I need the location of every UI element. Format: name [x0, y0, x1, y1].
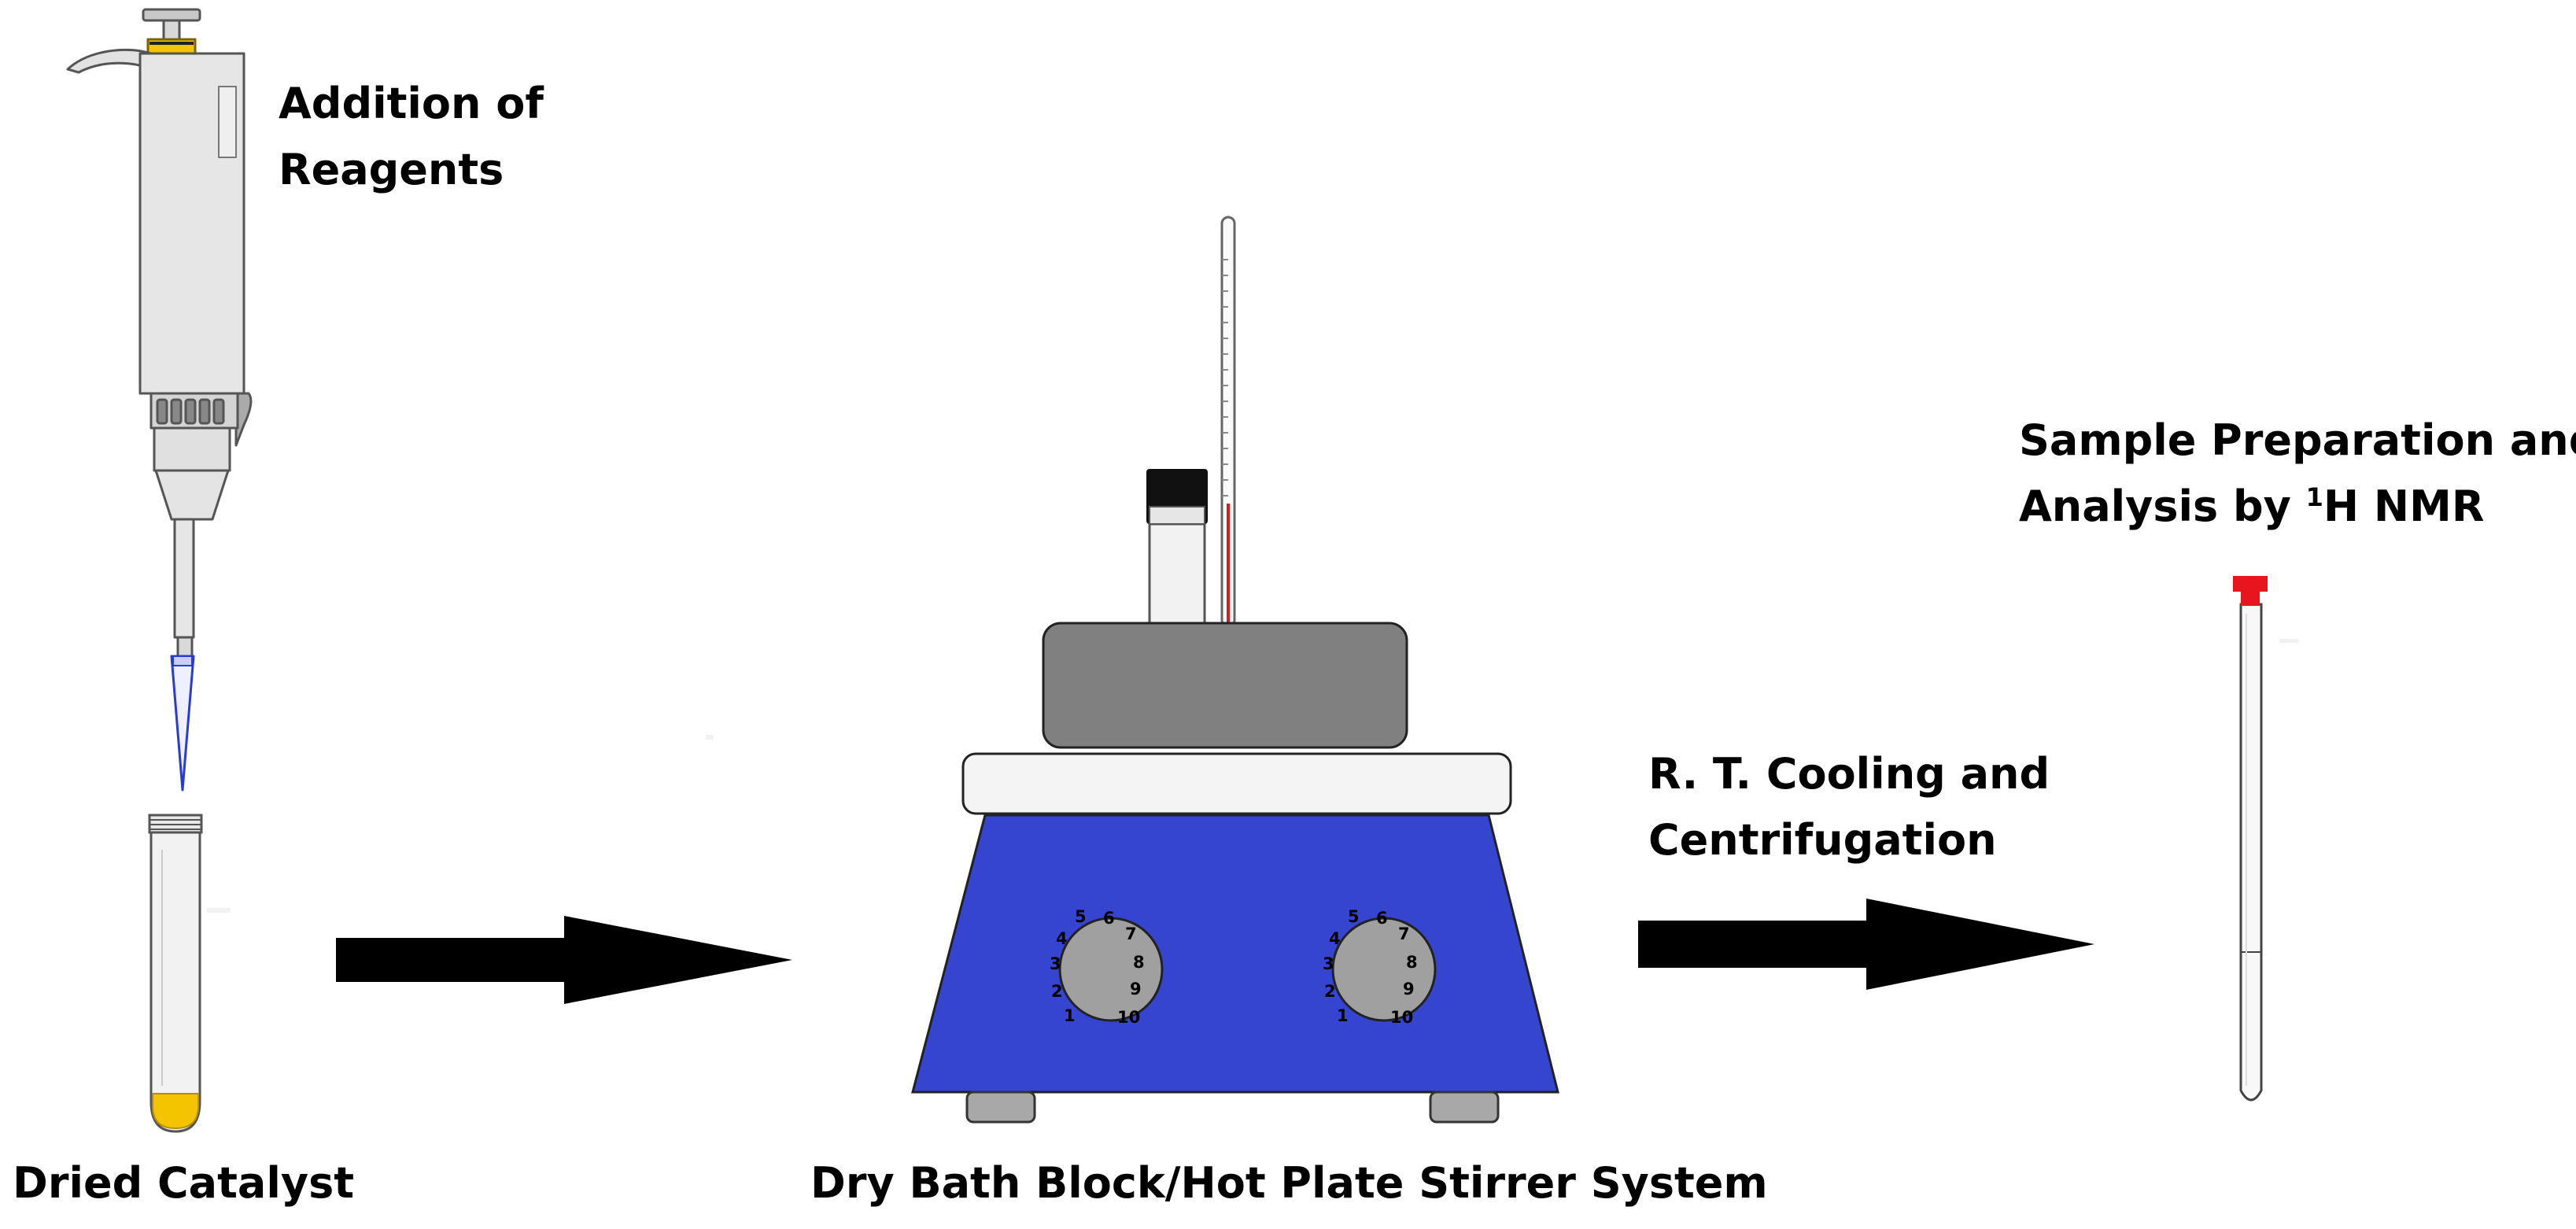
nmr-label-line2: Analysis by 1H NMR	[2019, 474, 2576, 540]
heat-dial-number-5: 5	[1075, 907, 1087, 926]
addition-label-line1: Addition of	[279, 79, 544, 128]
dried-catalyst-text: Dried Catalyst	[13, 1158, 355, 1208]
cooling-label-line2: Centrifugation	[1648, 815, 1997, 865]
heating-block	[1042, 622, 1408, 749]
arrow-1	[336, 916, 792, 1004]
addition-of-reagents-label: Addition of Reagents	[279, 71, 544, 203]
heat-dial-number-8: 8	[1133, 953, 1145, 972]
cooling-centrifugation-label: R. T. Cooling and Centrifugation	[1648, 741, 2050, 873]
catalyst-vial-icon	[148, 814, 203, 1133]
nmr-label-superscript: 1	[2305, 482, 2323, 512]
heat-dial-number-3: 3	[1050, 954, 1061, 973]
reaction-vial-icon	[1146, 469, 1208, 628]
hot-plate-foot-right	[1429, 1091, 1500, 1124]
dry-bath-label: Dry Bath Block/Hot Plate Stirrer System	[810, 1150, 1768, 1216]
heat-dial-number-2: 2	[1051, 982, 1063, 1001]
addition-label-line2: Reagents	[279, 145, 504, 194]
nmr-label-prefix: Analysis by	[2019, 482, 2306, 531]
stir-dial-number-10: 10	[1390, 1008, 1413, 1027]
heat-dial-number-7: 7	[1125, 925, 1137, 943]
stir-dial-number-7: 7	[1398, 925, 1410, 943]
stir-dial-number-3: 3	[1323, 954, 1334, 973]
stir-dial-number-2: 2	[1324, 982, 1336, 1001]
nmr-analysis-label: Sample Preparation and Analysis by 1H NM…	[2019, 408, 2576, 540]
nmr-label-line1: Sample Preparation and	[2019, 415, 2576, 465]
pipette-icon	[66, 8, 253, 792]
stir-dial[interactable]	[1331, 917, 1437, 1022]
dry-bath-text: Dry Bath Block/Hot Plate Stirrer System	[810, 1158, 1768, 1208]
hot-plate-foot-left	[965, 1091, 1036, 1124]
dried-catalyst-label: Dried Catalyst	[13, 1150, 354, 1216]
heat-dial-number-10: 10	[1117, 1008, 1140, 1027]
stir-dial-number-1: 1	[1337, 1006, 1349, 1025]
heat-dial-number-1: 1	[1064, 1006, 1076, 1025]
speck	[2279, 639, 2298, 643]
hot-plate-base	[911, 814, 1559, 1094]
nmr-tube-icon	[2233, 576, 2268, 1102]
cooling-label-line1: R. T. Cooling and	[1648, 749, 2050, 799]
arrow-2	[1638, 899, 2094, 990]
speck	[706, 735, 714, 740]
stir-dial-number-4: 4	[1329, 929, 1341, 948]
hot-plate-top	[961, 752, 1512, 815]
heat-dial[interactable]	[1058, 917, 1164, 1022]
stir-dial-number-6: 6	[1376, 909, 1388, 928]
stir-dial-number-5: 5	[1348, 907, 1360, 926]
heat-dial-number-9: 9	[1130, 980, 1142, 998]
thermometer-icon	[1220, 216, 1236, 628]
stir-dial-number-8: 8	[1406, 953, 1418, 972]
speck	[207, 908, 231, 913]
nmr-label-suffix: H NMR	[2323, 482, 2485, 531]
heat-dial-number-6: 6	[1103, 909, 1115, 928]
heat-dial-number-4: 4	[1056, 929, 1068, 948]
stir-dial-number-9: 9	[1403, 980, 1415, 998]
